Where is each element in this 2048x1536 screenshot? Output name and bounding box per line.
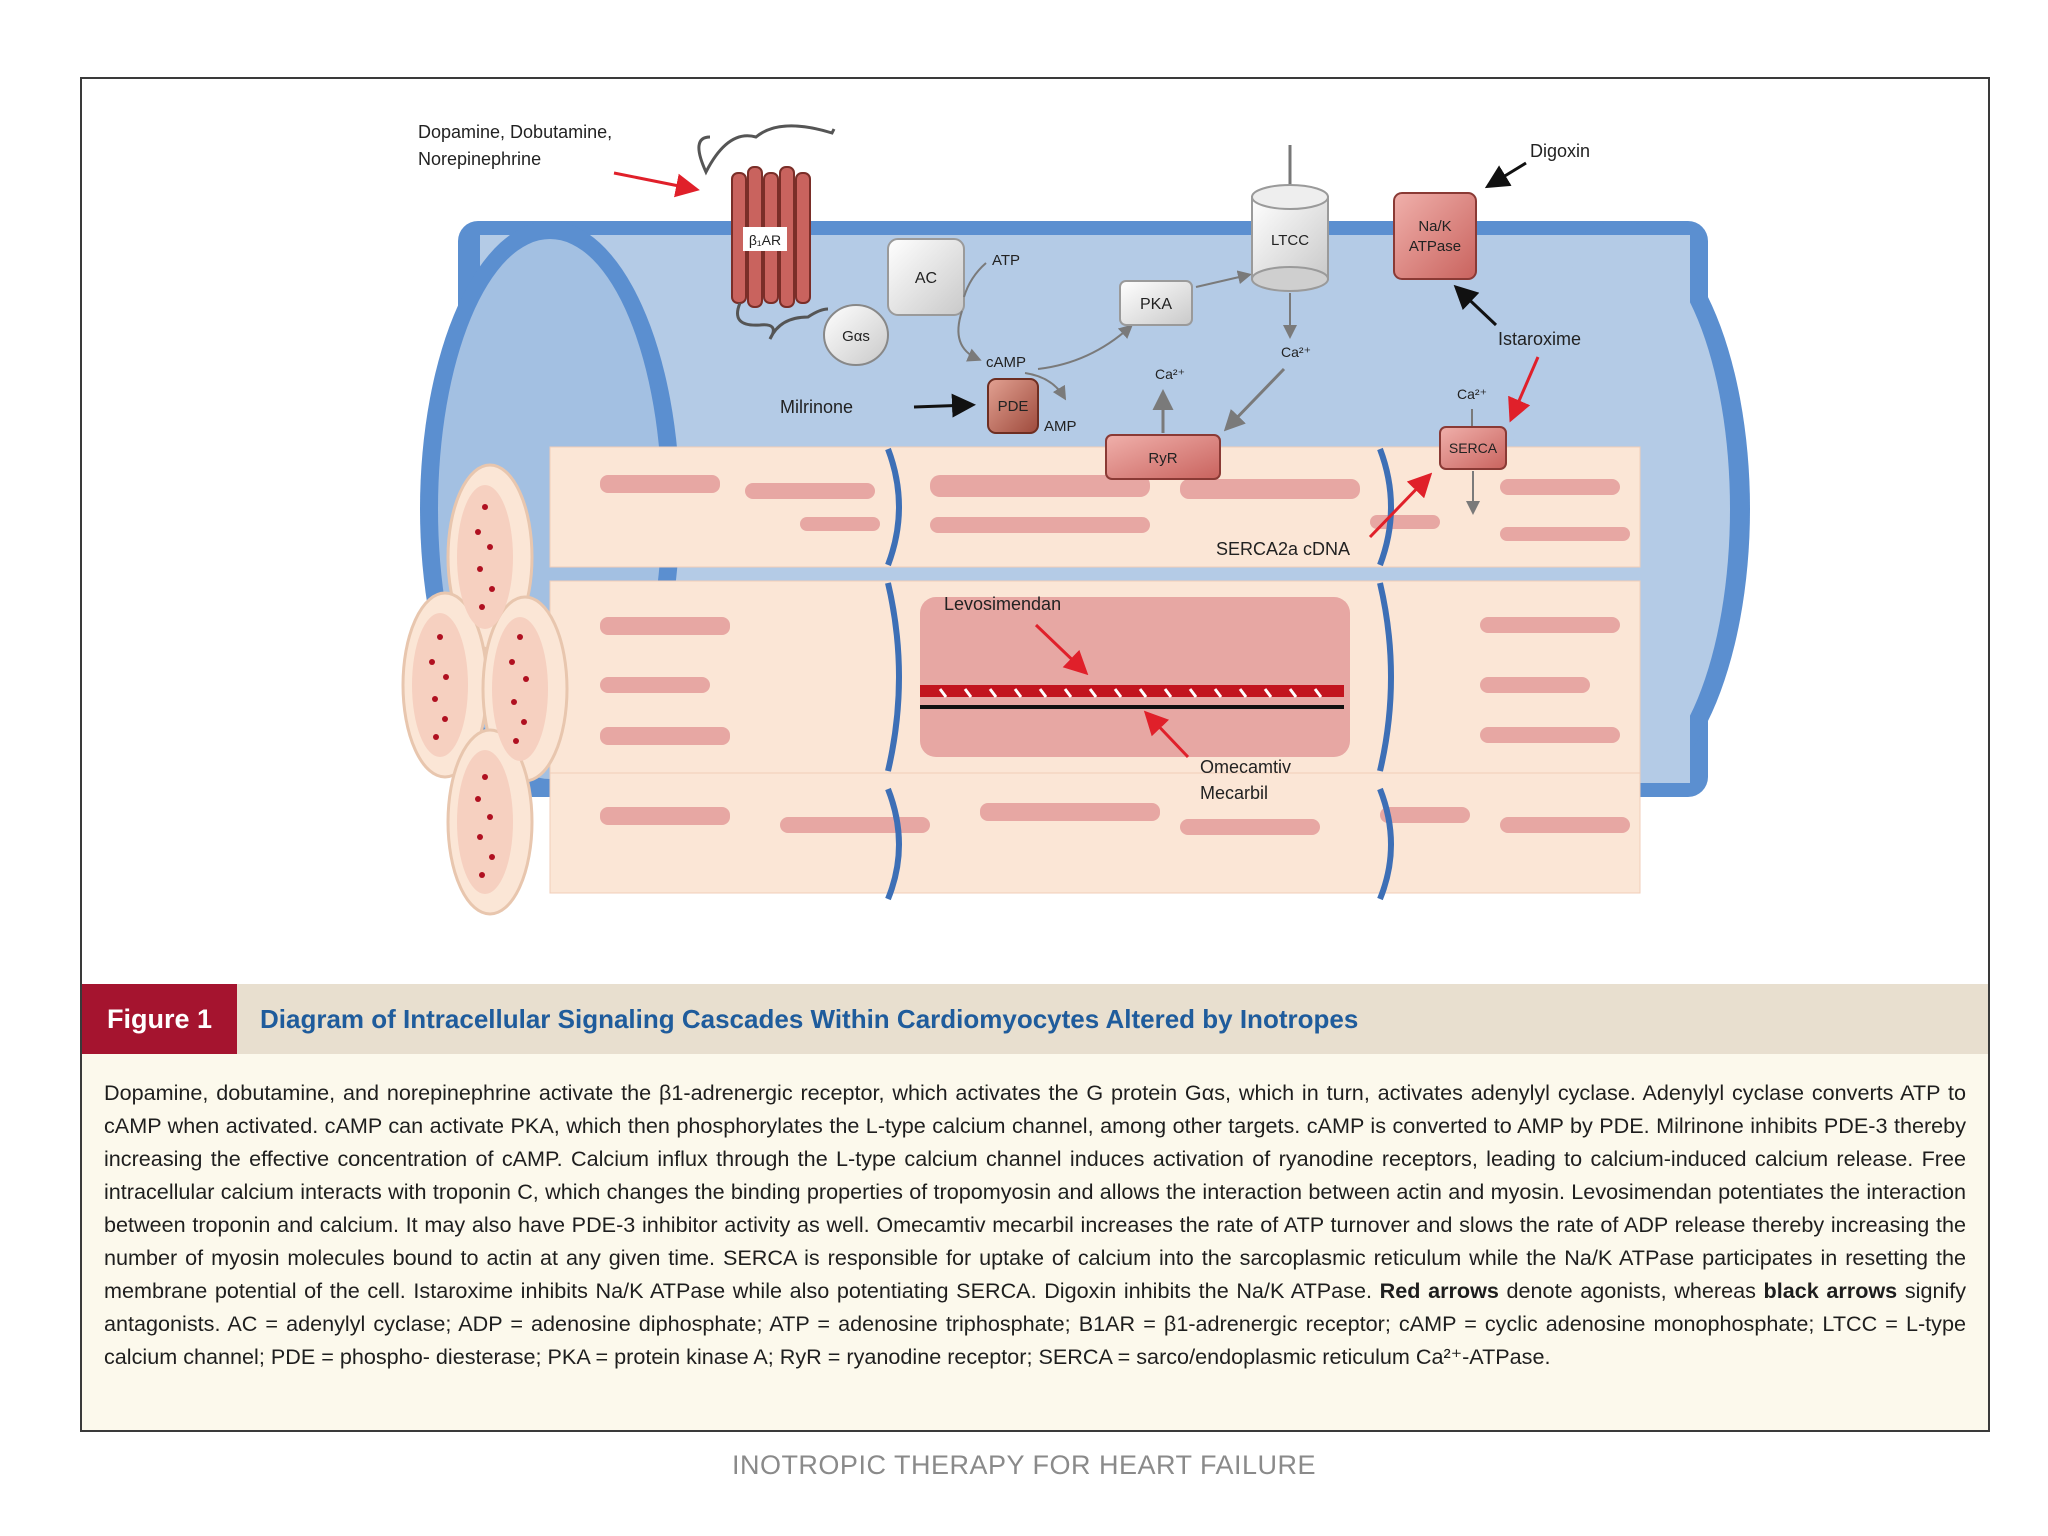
slide-footer: INOTROPIC THERAPY FOR HEART FAILURE: [731, 1450, 1317, 1480]
serca-box: SERCA: [1439, 426, 1507, 470]
omecamtiv-label-1: Omecamtiv: [1200, 757, 1291, 777]
caption-header: Figure 1 Diagram of Intracellular Signal…: [82, 984, 1988, 1054]
beta1-adrenergic-receptor: β₁AR: [697, 124, 836, 340]
ltcc-channel: LTCC: [1251, 145, 1329, 292]
caption-part-3: signify antagonists. AC = adenylyl cycla…: [104, 1278, 1967, 1369]
gas-label: Gαs: [842, 328, 870, 345]
caption-text: Dopamine, dobutamine, and norepinephrine…: [104, 1076, 1966, 1373]
ryr-label: RyR: [1148, 450, 1177, 467]
atp-label: ATP: [992, 252, 1020, 269]
pde-label: PDE: [998, 398, 1029, 415]
agonists-label-2: Norepinephrine: [418, 149, 541, 169]
istaroxime-label: Istaroxime: [1498, 329, 1581, 349]
fiber-cross-sections: [401, 463, 569, 916]
caption-red-arrows: Red arrows: [1379, 1278, 1499, 1303]
nak-label-1: Na/K: [1418, 218, 1451, 235]
agonists-label-1: Dopamine, Dobutamine,: [418, 122, 612, 142]
actin-myosin-filament: [920, 685, 1344, 709]
ryr-box: RyR: [1105, 434, 1221, 480]
milrinone-label: Milrinone: [780, 397, 853, 417]
nak-atpase-box: Na/K ATPase: [1393, 192, 1477, 280]
ac-box: AC: [887, 238, 965, 316]
caption-part-2: denote agonists, whereas: [1506, 1278, 1756, 1303]
camp-label: cAMP: [986, 354, 1026, 371]
nak-label-2: ATPase: [1409, 238, 1461, 255]
pde-box: PDE: [987, 378, 1039, 434]
gas-protein: Gαs: [823, 304, 889, 366]
digoxin-label: Digoxin: [1530, 141, 1590, 161]
serca-label: SERCA: [1449, 440, 1498, 456]
amp-label: AMP: [1044, 418, 1077, 435]
ca-ltcc-label: Ca²⁺: [1281, 344, 1311, 360]
caption-black-arrows: black arrows: [1763, 1278, 1898, 1303]
b1ar-label: β₁AR: [749, 232, 781, 248]
serca2a-label: SERCA2a cDNA: [1216, 539, 1350, 559]
levosimendan-label: Levosimendan: [944, 594, 1061, 614]
ca-serca-label: Ca²⁺: [1457, 386, 1487, 402]
myofibrils: [549, 446, 1641, 901]
caption-part-1: Dopamine, dobutamine, and norepinephrine…: [104, 1080, 1966, 1303]
ltcc-label: LTCC: [1271, 232, 1309, 249]
caption-body: Dopamine, dobutamine, and norepinephrine…: [82, 1054, 1988, 1430]
pka-box: PKA: [1119, 280, 1193, 326]
signaling-diagram: β₁AR Gαs AC ATP cAMP PDE AMP Milrinone P…: [401, 122, 1750, 916]
ac-label: AC: [915, 270, 937, 287]
omecamtiv-label-2: Mecarbil: [1200, 783, 1268, 803]
figure-title: Diagram of Intracellular Signaling Casca…: [260, 1004, 1359, 1034]
figure-label: Figure 1: [82, 984, 237, 1054]
ca-ryr-label: Ca²⁺: [1155, 366, 1185, 382]
pka-label: PKA: [1140, 296, 1172, 313]
